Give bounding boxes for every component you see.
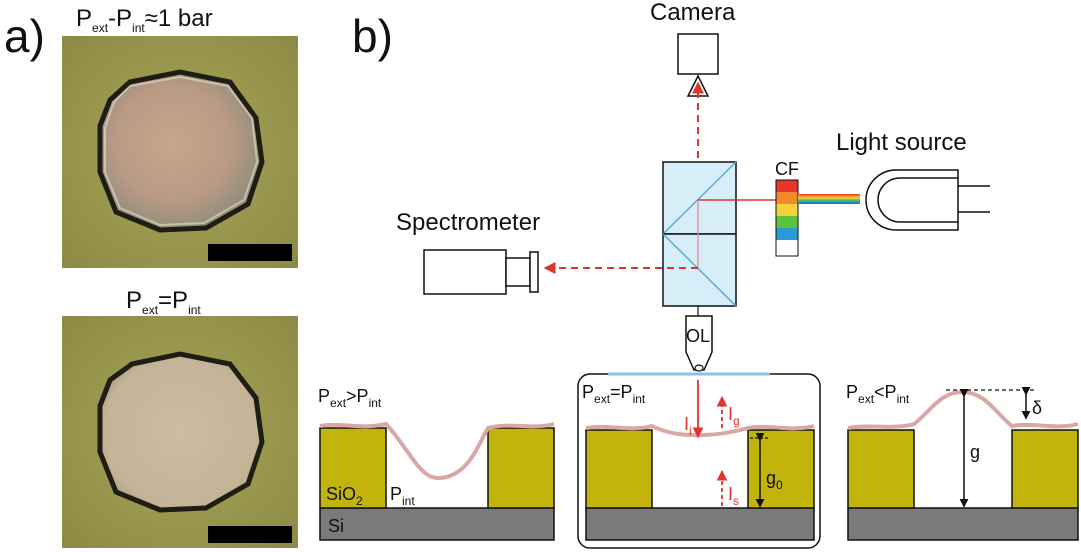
- white-light-beam: [798, 194, 860, 204]
- right-si-substrate: [847, 507, 1079, 541]
- middle-oxide-pillar-right: [747, 429, 815, 509]
- camera-label: Camera: [650, 0, 736, 26]
- beamsplitter-cube-bottom: [662, 233, 737, 307]
- middle-pressure-label: Pext=Pint: [582, 382, 646, 406]
- panel-a-top-caption: Pext-Pint≈1 bar: [76, 5, 213, 35]
- middle-oxide-pillar: [585, 429, 653, 509]
- light-source-label: Light source: [836, 129, 967, 156]
- scale-bar-top: [208, 244, 292, 261]
- scale-bar-bottom: [208, 526, 292, 543]
- color-filter: [775, 179, 799, 257]
- cross-section-bulged-out: Pext<Pint δ g: [846, 382, 1079, 541]
- camera-icon: [677, 33, 719, 97]
- left-oxide-label: SiO2: [326, 484, 363, 508]
- left-membrane: [319, 421, 555, 481]
- spectrometer-icon: [423, 249, 539, 295]
- left-si-substrate: [319, 507, 555, 541]
- g-label: g: [970, 442, 980, 462]
- left-oxide-pillar-right: [487, 427, 555, 509]
- objective-lens: [685, 315, 713, 372]
- panel-b-label: b): [352, 10, 393, 62]
- left-si-label: Si: [328, 516, 344, 536]
- panel-a-bottom-caption: Pext=Pint: [126, 287, 201, 317]
- spectrometer-label: Spectrometer: [396, 209, 540, 236]
- cross-section-flat: Pext=Pint Ii Ig Is g0: [577, 372, 821, 549]
- right-pressure-label: Pext<Pint: [846, 382, 910, 406]
- left-pressure-label: Pext>Pint: [318, 386, 382, 410]
- delta-label: δ: [1032, 398, 1042, 418]
- beamsplitter-cube-top: [662, 161, 737, 235]
- reflected-membrane-label: Ig: [728, 404, 740, 428]
- right-oxide-pillar: [847, 429, 915, 509]
- g0-label: g0: [766, 468, 783, 492]
- middle-si-substrate: [585, 507, 815, 541]
- cross-section-bulged-in: Pext>Pint SiO2 Pint Si: [318, 386, 555, 541]
- micrograph-bottom: [62, 316, 298, 548]
- right-oxide-pillar-right: [1011, 429, 1079, 509]
- light-source-icon: [865, 169, 990, 231]
- ol-label: OL: [686, 326, 710, 346]
- left-cavity-label: Pint: [390, 484, 415, 508]
- cf-label: CF: [775, 159, 799, 179]
- reflected-substrate-label: Is: [728, 484, 739, 508]
- left-oxide-pillar: [319, 427, 387, 509]
- panel-a-label: a): [4, 10, 45, 62]
- micrograph-top: [62, 36, 298, 268]
- incident-intensity-label: Ii: [684, 414, 692, 438]
